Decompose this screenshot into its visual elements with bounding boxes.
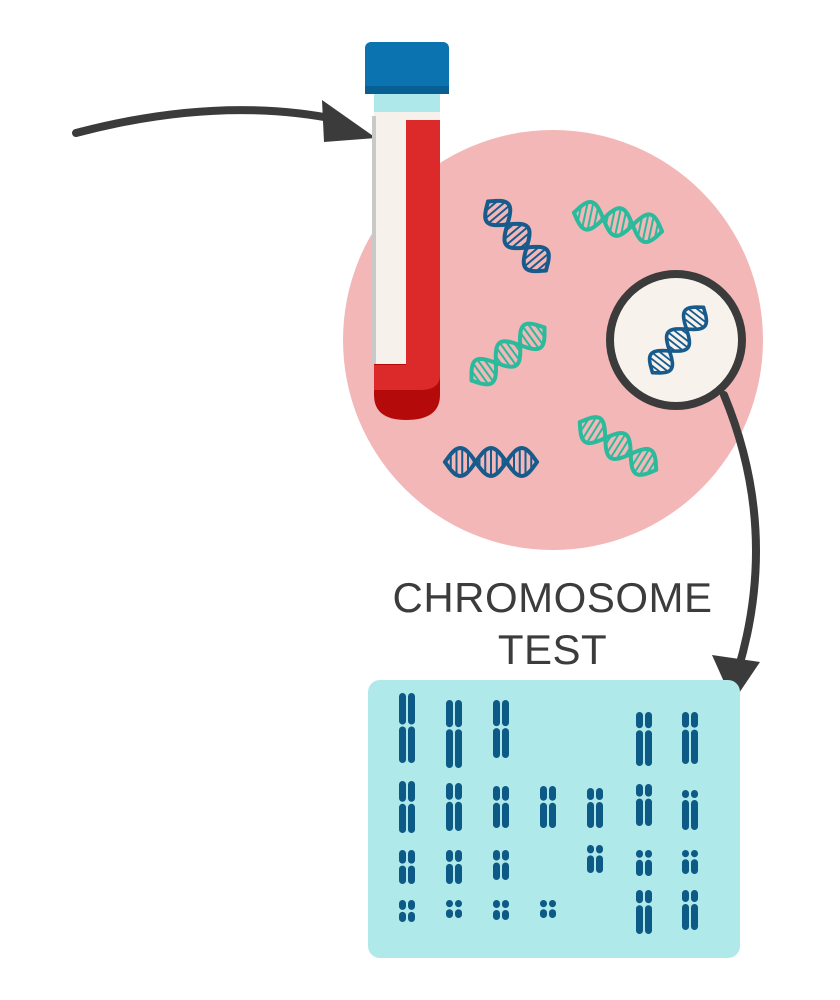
chromosome-icon	[682, 850, 698, 874]
caption-line-2: TEST	[497, 626, 608, 673]
dna-icon	[443, 445, 539, 479]
chromosome-icon	[587, 788, 603, 828]
chromosome-icon	[540, 900, 556, 918]
chromosome-icon	[636, 890, 652, 934]
chromosome-icon	[636, 712, 652, 766]
caption-line-1: CHROMOSOME	[392, 574, 713, 621]
chromosome-icon	[399, 850, 415, 884]
arrow-to-tube-icon	[72, 100, 376, 142]
chromosome-icon	[682, 890, 698, 930]
chromosome-icon	[446, 700, 462, 768]
chromosome-icon	[540, 786, 556, 828]
arrow-to-karyotype-icon	[712, 391, 760, 702]
dna-icon	[647, 305, 709, 375]
chromosome-icon	[446, 850, 462, 884]
chromosome-icon	[636, 784, 652, 826]
chromosome-icon	[587, 845, 603, 873]
chromosome-icon	[493, 850, 509, 880]
dna-icon	[469, 321, 547, 387]
karyotype-chromosomes	[399, 693, 698, 934]
chromosome-icon	[636, 850, 652, 876]
magnifier-icon	[606, 270, 746, 410]
blood-tube-icon	[365, 42, 449, 420]
chromosome-icon	[399, 781, 415, 833]
chromosome-icon	[446, 900, 462, 918]
chromosome-icon	[682, 712, 698, 764]
chromosome-icon	[493, 700, 509, 758]
caption-title: CHROMOSOME TEST	[360, 572, 745, 676]
chromosome-icon	[682, 790, 698, 830]
chromosome-icon	[399, 900, 415, 922]
dna-layer	[443, 198, 665, 479]
dna-icon	[577, 415, 659, 477]
chromosome-icon	[399, 693, 415, 763]
dna-icon	[483, 198, 551, 274]
chromosome-icon	[493, 900, 509, 920]
dna-icon	[571, 199, 665, 245]
chromosome-icon	[446, 783, 462, 831]
chromosome-icon	[493, 786, 509, 828]
